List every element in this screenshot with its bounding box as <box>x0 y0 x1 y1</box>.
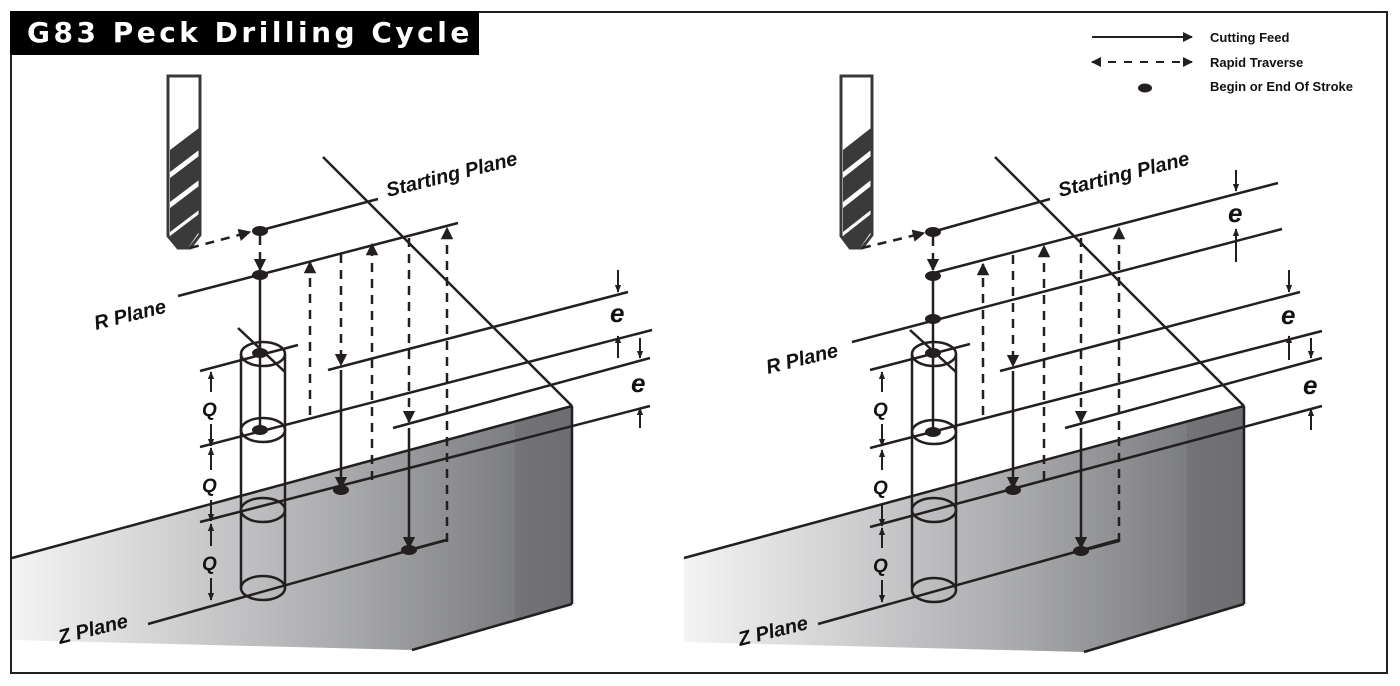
peck-line-2 <box>869 329 1323 450</box>
retract-line-1 <box>999 290 1301 373</box>
e-label: e <box>610 298 624 328</box>
peck-line-3 <box>199 404 651 524</box>
drill-bit-icon <box>166 74 202 250</box>
stroke-point <box>925 348 941 358</box>
r-plane-line <box>177 221 459 298</box>
r-plane-line <box>851 227 1283 344</box>
stroke-point <box>925 271 941 281</box>
dot-icon <box>1138 83 1152 93</box>
stroke-point <box>1005 485 1021 495</box>
diagram-frame <box>10 11 1388 674</box>
retract-line-2 <box>392 356 651 430</box>
starting-plane-label: Starting Plane <box>1056 148 1192 202</box>
q-label: Q <box>873 400 888 421</box>
starting-plane-line <box>931 197 1051 234</box>
legend-item-rapid-traverse: Rapid Traverse <box>1091 55 1303 70</box>
r-plane-label: R Plane <box>92 296 169 335</box>
hole-cylinder <box>237 327 287 602</box>
z-plane-stub <box>1080 539 1120 553</box>
rapid-approach-arrow <box>189 228 252 250</box>
q-dimensions: Q Q Q <box>873 371 888 603</box>
title-bar: G83 Peck Drilling Cycle <box>10 11 479 55</box>
stroke-point <box>925 314 941 324</box>
q-label: Q <box>873 478 888 499</box>
workpiece-front-face <box>684 406 1244 652</box>
q-dimensions: Q Q Q <box>202 371 217 601</box>
q-label: Q <box>202 400 217 421</box>
workpiece-side-face <box>515 406 572 620</box>
workpiece-top-edge <box>11 404 573 560</box>
workpiece-bottom-edge <box>1083 602 1245 654</box>
workpiece-bottom-edge <box>411 602 573 652</box>
e-label: e <box>1281 300 1295 330</box>
legend-label: Cutting Feed <box>1210 30 1289 45</box>
legend: Cutting Feed Rapid Traverse Begin or End… <box>1091 30 1353 94</box>
legend-label: Begin or End Of Stroke <box>1210 79 1353 94</box>
peck-line-2 <box>199 328 653 449</box>
stroke-point <box>925 427 941 437</box>
stroke-point <box>252 425 268 435</box>
q-label: Q <box>202 554 217 575</box>
e-label: e <box>1303 370 1317 400</box>
starting-plane-label: Starting Plane <box>384 148 520 202</box>
peck-line-1 <box>199 343 299 373</box>
starting-plane-line <box>257 197 379 233</box>
stroke-point <box>252 226 268 236</box>
peck-line-3 <box>869 404 1323 529</box>
e-dimensions: e e <box>610 270 645 428</box>
legend-item-stroke-point: Begin or End Of Stroke <box>1138 79 1353 94</box>
starting-plane-upper-line <box>929 181 1279 276</box>
stroke-point <box>925 227 941 237</box>
q-label: Q <box>202 476 217 497</box>
stroke-point <box>252 348 268 358</box>
legend-label: Rapid Traverse <box>1210 55 1303 70</box>
z-plane-stub <box>408 538 448 552</box>
drill-bit-icon <box>839 74 874 250</box>
retract-line-1 <box>327 290 629 372</box>
q-label: Q <box>873 556 888 577</box>
stroke-point <box>252 270 268 280</box>
e-label: e <box>1228 198 1242 228</box>
workpiece-side-face <box>1187 406 1244 620</box>
page-title: G83 Peck Drilling Cycle <box>27 16 473 49</box>
workpiece-top-edge <box>683 404 1245 560</box>
stroke-point <box>333 485 349 495</box>
legend-item-cutting-feed: Cutting Feed <box>1092 30 1289 45</box>
rapid-approach-arrow <box>861 229 926 250</box>
retract-line-2 <box>1064 356 1323 430</box>
e-label: e <box>631 368 645 398</box>
diagram-left: Q Q Q e e Starting Plane R Plane Z Plane <box>11 74 653 652</box>
workpiece-front-face <box>12 406 572 650</box>
z-plane-line <box>817 538 1119 626</box>
e-dimensions: e e e <box>1228 170 1317 430</box>
r-plane-label: R Plane <box>764 340 841 379</box>
diagram-right: Q Q Q e e e Starting Plane R Plane Z Pla… <box>683 74 1323 654</box>
z-plane-line <box>147 538 447 626</box>
